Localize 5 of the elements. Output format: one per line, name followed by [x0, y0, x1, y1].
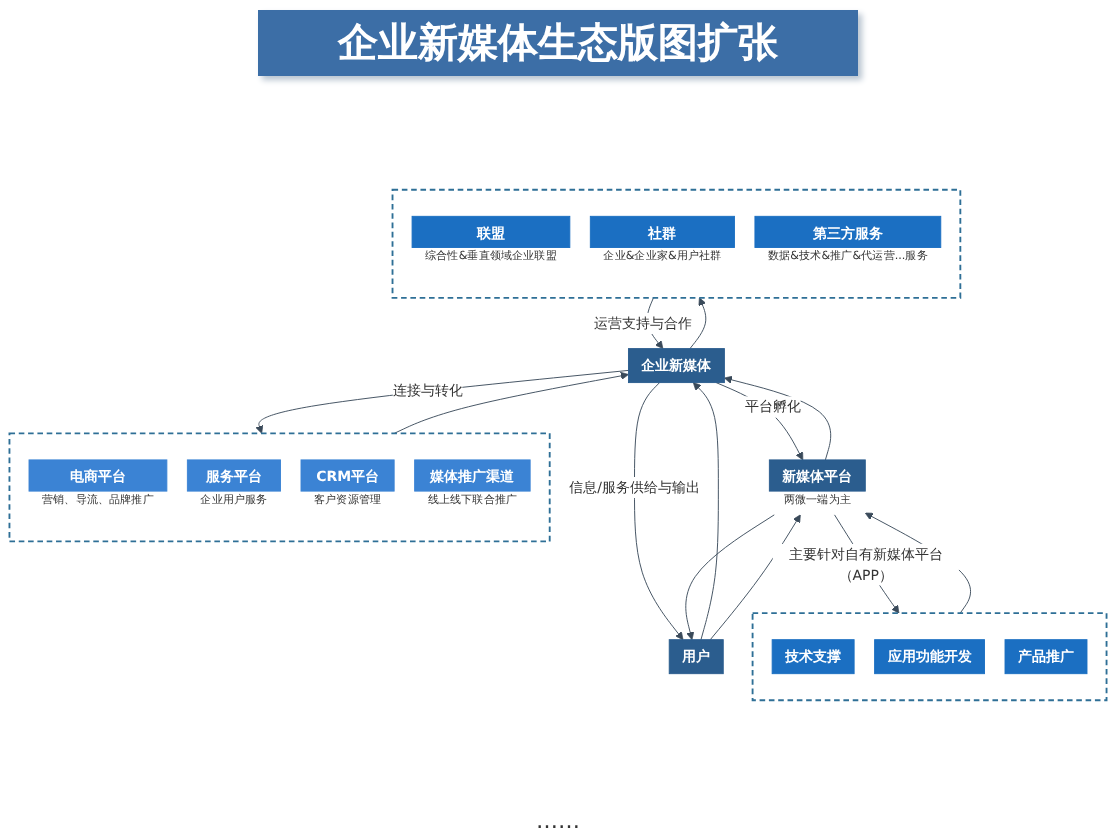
page-title: 企业新媒体生态版图扩张 — [258, 10, 858, 76]
note-text: …… — [536, 808, 580, 834]
cluster — [8, 432, 551, 543]
cluster — [751, 612, 1108, 702]
cluster — [391, 188, 962, 299]
